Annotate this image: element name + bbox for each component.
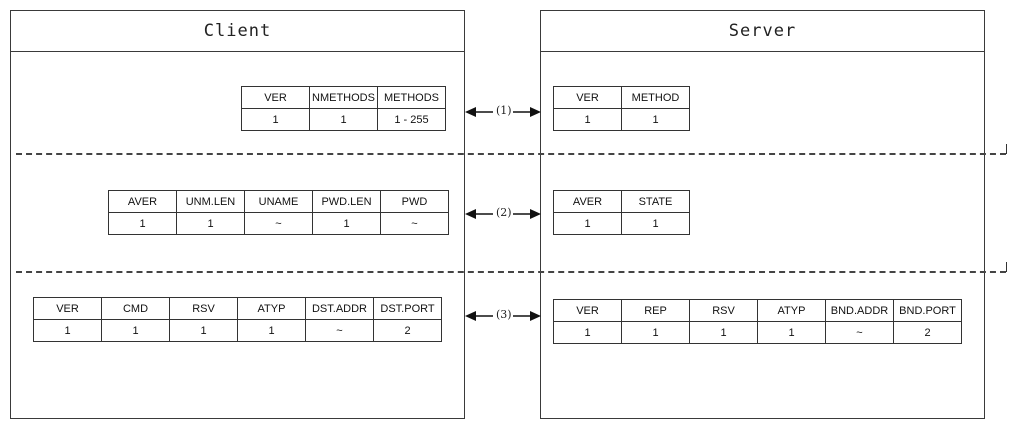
table-header-row: VER CMD RSV ATYP DST.ADDR DST.PORT — [33, 297, 442, 320]
value-cell: ~ — [380, 212, 449, 235]
table-value-row: 1 1 1 - 255 — [241, 108, 446, 131]
step-label-1: (1) — [496, 104, 512, 117]
table-header-row: VER NMETHODS METHODS — [241, 86, 446, 109]
value-cell: 1 — [108, 212, 177, 235]
value-cell: 1 — [312, 212, 381, 235]
divider-tick-1 — [1006, 144, 1007, 154]
step-label-2: (2) — [496, 206, 512, 219]
header-cell: METHODS — [377, 86, 446, 109]
client-auth-request-table: AVER UNM.LEN UNAME PWD.LEN PWD 1 1 ~ 1 ~ — [108, 190, 449, 235]
header-cell: AVER — [553, 190, 622, 213]
table-header-row: VER REP RSV ATYP BND.ADDR BND.PORT — [553, 299, 962, 322]
value-cell: 1 — [553, 108, 622, 131]
header-cell: REP — [621, 299, 690, 322]
value-cell: 2 — [893, 321, 962, 344]
header-cell: VER — [241, 86, 310, 109]
header-cell: BND.PORT — [893, 299, 962, 322]
phase-divider-1 — [16, 153, 1006, 155]
value-cell: ~ — [305, 319, 374, 342]
bidirectional-arrow-3 — [465, 311, 541, 321]
value-cell: 1 — [621, 212, 690, 235]
table-header-row: VER METHOD — [553, 86, 690, 109]
server-auth-response-table: AVER STATE 1 1 — [553, 190, 690, 235]
phase-divider-2 — [16, 271, 1006, 273]
value-cell: 1 — [309, 108, 378, 131]
client-connect-request-table: VER CMD RSV ATYP DST.ADDR DST.PORT 1 1 1… — [33, 297, 442, 342]
table-value-row: 1 1 1 1 ~ 2 — [33, 319, 442, 342]
header-cell: RSV — [689, 299, 758, 322]
header-cell: DST.ADDR — [305, 297, 374, 320]
value-cell: 1 — [757, 321, 826, 344]
header-cell: ATYP — [757, 299, 826, 322]
value-cell: 1 — [176, 212, 245, 235]
value-cell: 1 — [33, 319, 102, 342]
header-cell: STATE — [621, 190, 690, 213]
header-cell: VER — [553, 86, 622, 109]
value-cell: 1 — [621, 321, 690, 344]
step-label-3: (3) — [496, 308, 512, 321]
table-value-row: 1 1 1 1 ~ 2 — [553, 321, 962, 344]
server-connect-response-table: VER REP RSV ATYP BND.ADDR BND.PORT 1 1 1… — [553, 299, 962, 344]
table-header-row: AVER UNM.LEN UNAME PWD.LEN PWD — [108, 190, 449, 213]
value-cell: 2 — [373, 319, 442, 342]
server-title: Server — [541, 11, 984, 52]
value-cell: 1 — [553, 321, 622, 344]
header-cell: CMD — [101, 297, 170, 320]
table-value-row: 1 1 ~ 1 ~ — [108, 212, 449, 235]
header-cell: PWD.LEN — [312, 190, 381, 213]
value-cell: 1 — [101, 319, 170, 342]
client-title: Client — [11, 11, 464, 52]
header-cell: AVER — [108, 190, 177, 213]
value-cell: 1 — [689, 321, 758, 344]
value-cell: 1 — [621, 108, 690, 131]
divider-tick-2 — [1006, 262, 1007, 272]
table-header-row: AVER STATE — [553, 190, 690, 213]
bidirectional-arrow-1 — [465, 107, 541, 117]
value-cell: 1 — [169, 319, 238, 342]
header-cell: BND.ADDR — [825, 299, 894, 322]
value-cell: ~ — [825, 321, 894, 344]
client-method-request-table: VER NMETHODS METHODS 1 1 1 - 255 — [241, 86, 446, 131]
header-cell: DST.PORT — [373, 297, 442, 320]
header-cell: PWD — [380, 190, 449, 213]
header-cell: METHOD — [621, 86, 690, 109]
header-cell: UNM.LEN — [176, 190, 245, 213]
value-cell: 1 — [553, 212, 622, 235]
header-cell: ATYP — [237, 297, 306, 320]
header-cell: VER — [33, 297, 102, 320]
value-cell: 1 — [237, 319, 306, 342]
value-cell: 1 — [241, 108, 310, 131]
value-cell: 1 - 255 — [377, 108, 446, 131]
table-value-row: 1 1 — [553, 212, 690, 235]
value-cell: ~ — [244, 212, 313, 235]
table-value-row: 1 1 — [553, 108, 690, 131]
header-cell: RSV — [169, 297, 238, 320]
server-method-response-table: VER METHOD 1 1 — [553, 86, 690, 131]
header-cell: NMETHODS — [309, 86, 378, 109]
header-cell: UNAME — [244, 190, 313, 213]
bidirectional-arrow-2 — [465, 209, 541, 219]
header-cell: VER — [553, 299, 622, 322]
